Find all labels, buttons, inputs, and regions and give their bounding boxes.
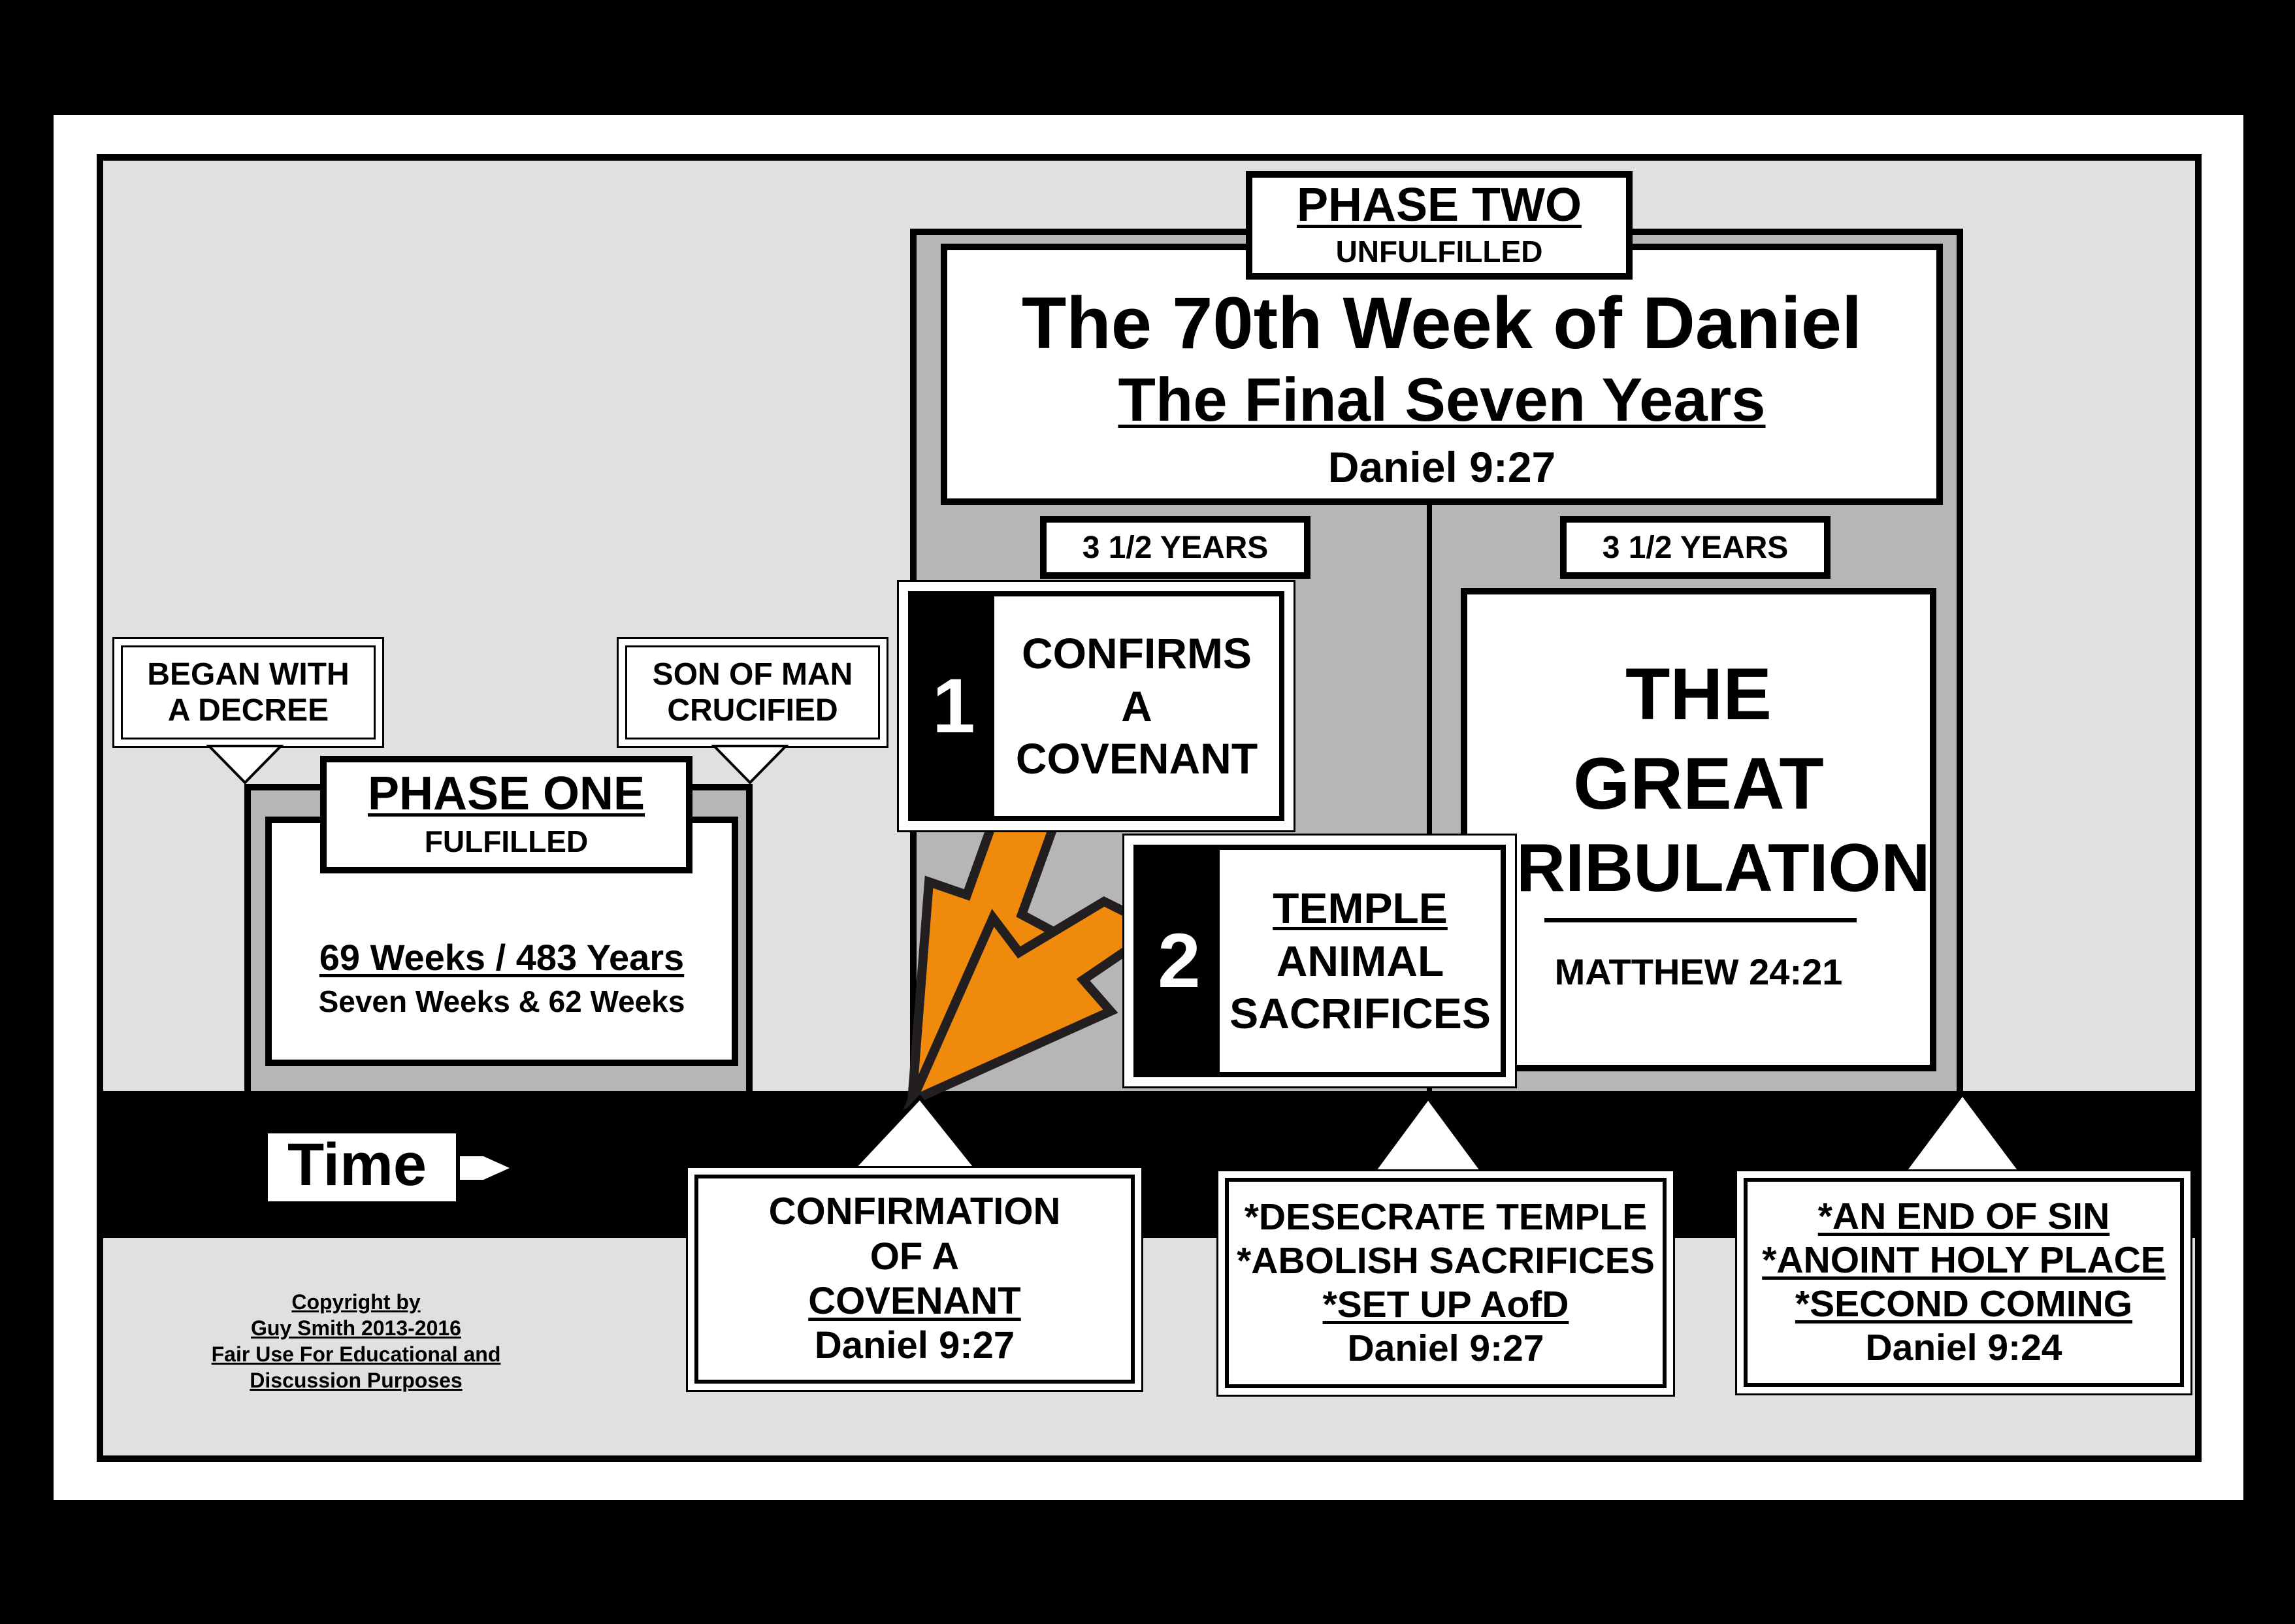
copyright-line4: Discussion Purposes <box>250 1369 463 1392</box>
event-two-line2: ANIMAL <box>1276 936 1444 985</box>
first-half-text: 3 1/2 YEARS <box>1082 530 1269 565</box>
confirmation-line2: OF A <box>870 1235 960 1278</box>
tribulation-line2: GREAT <box>1573 743 1824 824</box>
tribulation-line3: TRIBULATION <box>1474 830 1930 906</box>
desecrate-line2: *ABOLISH SACRIFICES <box>1237 1239 1655 1282</box>
final-seven-years: The Final Seven Years <box>1118 365 1766 434</box>
phase-one-title-box: PHASE ONE FULFILLED <box>320 756 692 873</box>
crucified-line2: CRUCIFIED <box>667 693 838 728</box>
confirmation-reference: Daniel 9:27 <box>814 1324 1015 1367</box>
event-two-badge: 2 <box>1139 850 1220 1072</box>
first-half-label: 3 1/2 YEARS <box>1040 516 1310 579</box>
phase-one-subtitle: FULFILLED <box>424 824 589 858</box>
decree-line2: A DECREE <box>167 693 329 728</box>
time-label-box: Time <box>264 1133 460 1201</box>
phase-two-title-box: PHASE TWO UNFULFILLED <box>1246 171 1633 280</box>
confirmation-line3: COVENANT <box>808 1280 1021 1322</box>
confirmation-box: CONFIRMATION OF A COVENANT Daniel 9:27 <box>686 1166 1143 1392</box>
end-line1: *AN END OF SIN <box>1817 1195 2110 1237</box>
time-arrow-icon <box>460 1156 510 1180</box>
half-divider <box>1427 503 1432 1097</box>
copyright-notice: Copyright by Guy Smith 2013-2016 Fair Us… <box>183 1286 529 1397</box>
second-half-label: 3 1/2 YEARS <box>1560 516 1831 579</box>
tribulation-rule <box>1544 918 1857 922</box>
phase-one-title: PHASE ONE <box>367 768 645 820</box>
crucified-callout: SON OF MAN CRUCIFIED <box>617 637 888 748</box>
phase-one-weeks: 69 Weeks / 483 Years <box>319 936 685 978</box>
time-label: Time <box>287 1131 427 1198</box>
decree-pointer <box>206 745 284 785</box>
seventieth-week-box: The 70th Week of Daniel The Final Seven … <box>941 244 1943 505</box>
copyright-line2: Guy Smith 2013-2016 <box>251 1316 461 1340</box>
phase-two-title: PHASE TWO <box>1296 179 1582 231</box>
great-tribulation-box: THE GREAT TRIBULATION MATTHEW 24:21 <box>1461 588 1936 1071</box>
desecrate-line3: *SET UP AofD <box>1322 1284 1569 1325</box>
event-one-line2: A <box>1121 681 1152 730</box>
seventieth-week-heading: The 70th Week of Daniel <box>1021 282 1863 364</box>
end-reference: Daniel 9:24 <box>1865 1327 2062 1369</box>
tribulation-line1: THE <box>1625 653 1772 735</box>
desecrate-reference: Daniel 9:27 <box>1347 1327 1544 1370</box>
event-two-line1: TEMPLE <box>1273 884 1448 933</box>
decree-callout: BEGAN WITH A DECREE <box>112 637 384 748</box>
decree-line1: BEGAN WITH <box>147 657 350 692</box>
end-of-sin-box: *AN END OF SIN *ANOINT HOLY PLACE *SECON… <box>1735 1169 2192 1395</box>
confirmation-line1: CONFIRMATION <box>768 1190 1061 1233</box>
second-half-text: 3 1/2 YEARS <box>1602 530 1789 565</box>
event-one-line3: COVENANT <box>1015 734 1258 783</box>
copyright-line1: Copyright by <box>291 1290 421 1314</box>
end-line2: *ANOINT HOLY PLACE <box>1762 1239 2166 1281</box>
tribulation-reference: MATTHEW 24:21 <box>1554 951 1843 992</box>
end-line3: *SECOND COMING <box>1795 1283 2133 1325</box>
event-one-badge: 1 <box>913 596 994 816</box>
event-one-line1: CONFIRMS <box>1022 629 1252 678</box>
phase-two-reference: Daniel 9:27 <box>1327 442 1556 491</box>
event-confirms-covenant: 1 CONFIRMS A COVENANT <box>897 580 1295 832</box>
crucified-pointer <box>711 745 789 785</box>
desecrate-line1: *DESECRATE TEMPLE <box>1244 1195 1648 1238</box>
phase-one-detail: Seven Weeks & 62 Weeks <box>318 984 685 1018</box>
copyright-line3: Fair Use For Educational and <box>211 1342 501 1366</box>
bottom-pointers <box>845 1090 2030 1184</box>
crucified-line1: SON OF MAN <box>652 657 853 692</box>
event-two-line3: SACRIFICES <box>1229 989 1491 1038</box>
event-temple-sacrifices: 2 TEMPLE ANIMAL SACRIFICES <box>1122 834 1517 1088</box>
desecrate-box: *DESECRATE TEMPLE *ABOLISH SACRIFICES *S… <box>1216 1169 1675 1397</box>
phase-two-subtitle: UNFULFILLED <box>1335 235 1543 268</box>
